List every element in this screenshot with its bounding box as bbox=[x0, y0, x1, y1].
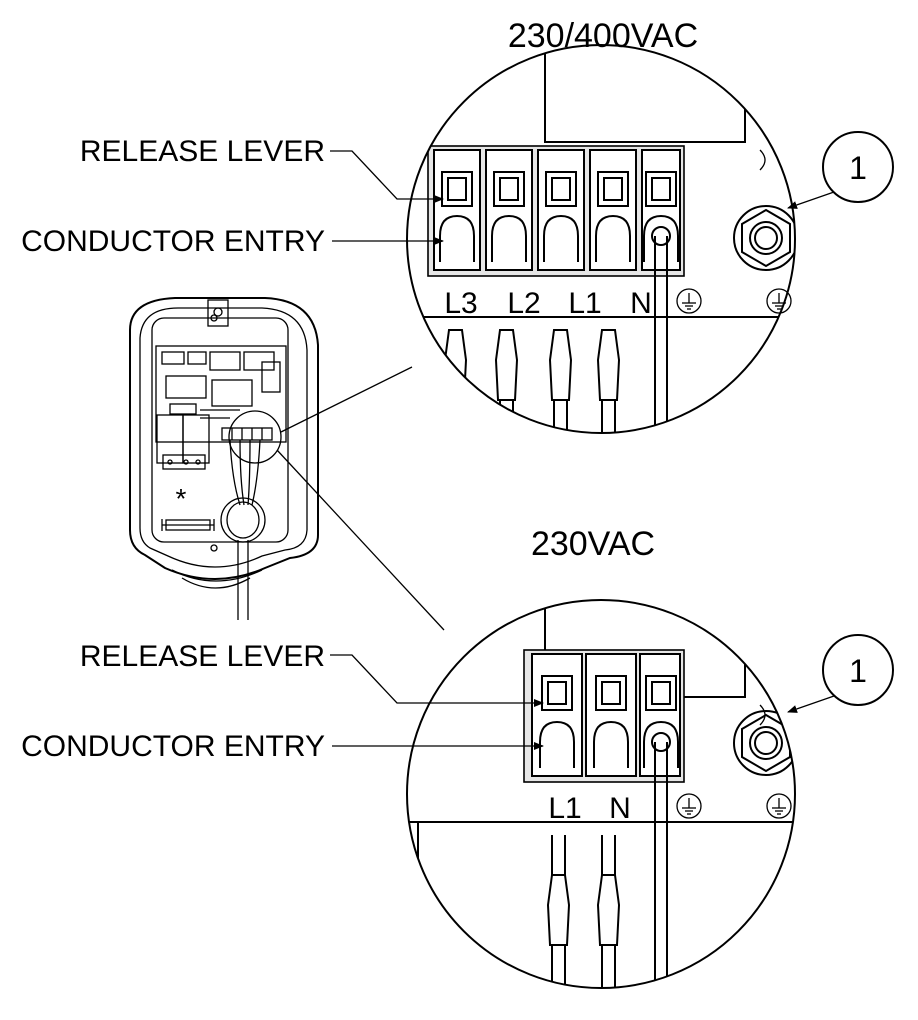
callout-1-upper: 1 bbox=[787, 131, 894, 209]
release-lever-leader-upper bbox=[330, 150, 444, 203]
detail-leader-upper-a bbox=[280, 366, 413, 433]
lower-panel-title: 230VAC bbox=[531, 525, 655, 563]
conductor-wires-lower bbox=[546, 835, 621, 988]
conductor-entry-label-lower: CONDUCTOR ENTRY bbox=[21, 730, 325, 763]
terminal-label-n: N bbox=[630, 287, 652, 320]
conductor-wires-upper bbox=[443, 329, 621, 433]
ev-charger-illustration: * bbox=[129, 297, 319, 620]
terminal-label-n-lower: N bbox=[609, 792, 631, 825]
ground-icon bbox=[676, 288, 702, 314]
terminal-label-l1-lower: L1 bbox=[548, 792, 581, 825]
svg-text:1: 1 bbox=[849, 150, 867, 186]
ground-icon bbox=[766, 288, 792, 314]
upper-panel-title: 230/400VAC bbox=[508, 17, 698, 55]
ground-icon bbox=[676, 793, 702, 819]
charger-asterisk: * bbox=[176, 483, 187, 514]
ground-icon bbox=[766, 793, 792, 819]
lower-detail-circle bbox=[406, 599, 796, 989]
svg-text:1: 1 bbox=[849, 653, 867, 689]
release-lever-label-upper: RELEASE LEVER bbox=[80, 135, 325, 168]
terminal-block-upper bbox=[433, 149, 681, 271]
terminal-label-l3: L3 bbox=[444, 287, 477, 320]
release-lever-leader-lower bbox=[330, 654, 544, 707]
conductor-entry-label-upper: CONDUCTOR ENTRY bbox=[21, 225, 325, 258]
upper-detail-circle bbox=[406, 44, 796, 434]
callout-1-lower: 1 bbox=[787, 634, 894, 713]
detail-leader-upper-b bbox=[276, 449, 445, 631]
release-lever-label-lower: RELEASE LEVER bbox=[80, 640, 325, 673]
earth-bolt-upper bbox=[733, 205, 795, 271]
terminal-label-l1: L1 bbox=[568, 287, 601, 320]
terminal-label-l2: L2 bbox=[507, 287, 540, 320]
terminal-block-lower bbox=[531, 653, 681, 777]
